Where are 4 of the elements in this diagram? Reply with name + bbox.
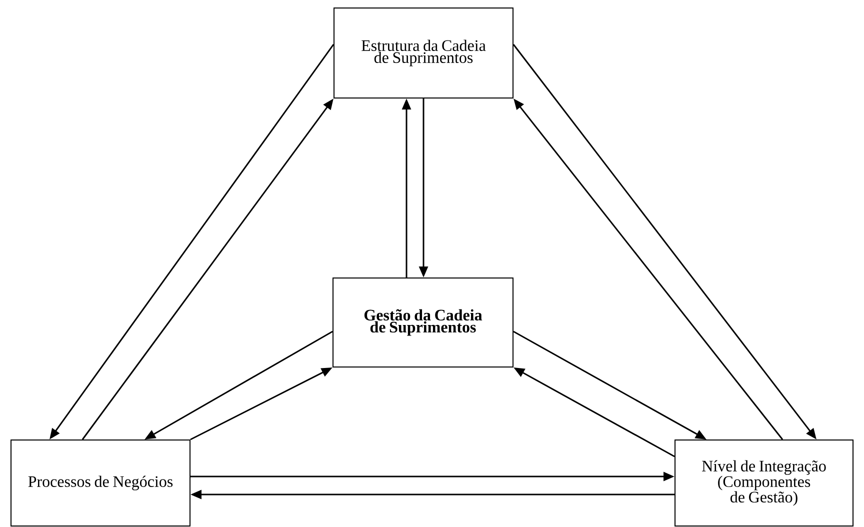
process-box: Estrutura da Cadeia de Suprimentos xyxy=(334,8,514,98)
process-box: Nível de Integração (Componentes de Gestão) xyxy=(674,440,854,526)
process-box: Processos de Negócios xyxy=(10,440,190,526)
process-box: Gestão da Cadeia de Suprimentos xyxy=(332,278,514,368)
